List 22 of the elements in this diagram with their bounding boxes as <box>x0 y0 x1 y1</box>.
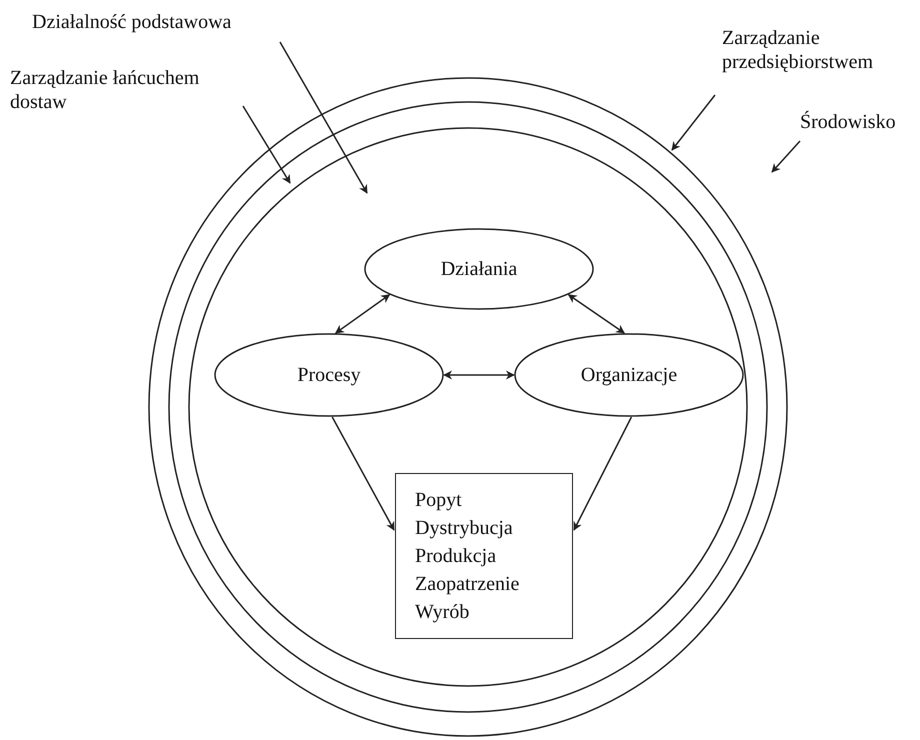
callout-label: Zarządzanie łańcuchem dostaw <box>10 66 200 114</box>
callout-label: Środowisko <box>800 110 896 134</box>
list-box <box>395 473 573 639</box>
leader-arrow <box>771 140 801 173</box>
ellipse-label: Procesy <box>297 364 361 386</box>
ellipse-label: Działania <box>440 258 518 280</box>
arrow <box>334 294 390 334</box>
arrow <box>332 416 395 531</box>
list-item: Produkcja <box>415 544 496 569</box>
list-item: Dystrybucja <box>415 516 513 541</box>
arrow <box>443 370 515 380</box>
arrow <box>568 294 625 334</box>
list-item: Zaopatrzenie <box>415 572 520 597</box>
callout-label: Działalność podstawowa <box>32 10 232 34</box>
leader-arrow <box>242 106 291 184</box>
callout-label: Zarządzanie przedsiębiorstwem <box>722 26 874 74</box>
list-item: Popyt <box>415 488 462 513</box>
leader-arrow <box>279 42 368 194</box>
ellipse-label: Organizacje <box>580 364 678 386</box>
arrow <box>573 416 632 531</box>
leader-arrow <box>671 94 716 151</box>
list-item: Wyrób <box>415 600 470 625</box>
